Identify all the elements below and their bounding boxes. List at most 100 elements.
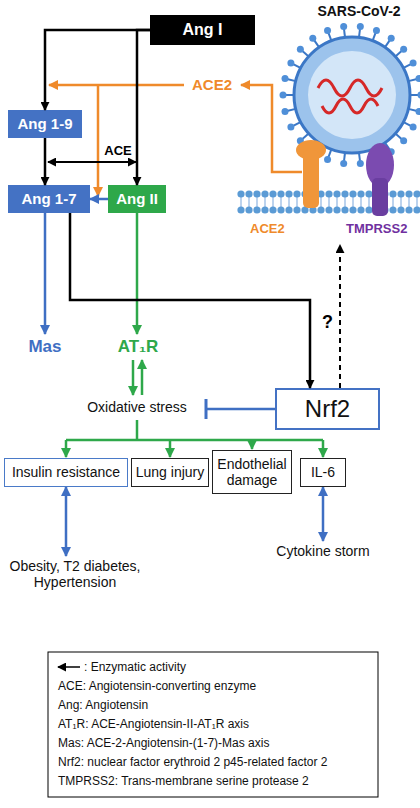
lipid-head xyxy=(277,206,284,213)
process-label: Oxidative stress xyxy=(70,399,204,415)
legend-row: : Enzymatic activity xyxy=(84,659,186,675)
virus-spike-head xyxy=(388,35,395,42)
node-text: Lung injury xyxy=(136,464,205,480)
lipid-head xyxy=(261,206,268,213)
legend-row: Nrf2: nuclear factor erythroid 2 p45-rel… xyxy=(58,754,327,770)
lipid-head xyxy=(245,206,252,213)
node-text: Ang 1-7 xyxy=(21,190,76,207)
question-mark: ? xyxy=(322,312,333,333)
legend-text: Ang: Angiotensin xyxy=(58,698,148,712)
outcome-box: Lung injury xyxy=(131,458,209,487)
lipid-tail xyxy=(360,197,361,207)
legend-text: Mas: ACE-2-Angiotensin-(1-7)-Mas axis xyxy=(58,736,269,750)
outcome-box: Endothelial damage xyxy=(212,450,292,494)
lipid-head xyxy=(405,206,412,213)
mas-arrow xyxy=(44,213,47,334)
ace2-receptor xyxy=(303,150,319,208)
legend-text: Nrf2: nuclear factor erythroid 2 p45-rel… xyxy=(58,755,327,769)
lipid-tail xyxy=(368,197,369,207)
lipid-head xyxy=(317,206,324,213)
lipid-head xyxy=(413,206,420,213)
lipid-tail xyxy=(336,197,337,207)
molecule-box: Ang 1-7 xyxy=(8,185,90,213)
reaction-arrow xyxy=(45,30,150,110)
legend-text: AT₁R: ACE-Angiotensin-II-AT₁R axis xyxy=(58,717,249,731)
legend-row: TMPRSS2: Trans-membrane serine protease … xyxy=(58,773,309,789)
virus-spike-head xyxy=(282,108,289,115)
lipid-tail xyxy=(408,197,409,207)
inhibition-bar xyxy=(205,399,208,419)
molecule-box: Ang 1-9 xyxy=(8,110,82,138)
axis-label: Mas xyxy=(23,337,67,357)
enzyme-label: ACE2 xyxy=(186,76,238,93)
ace2-activity-arrow xyxy=(97,85,100,196)
lipid-head xyxy=(389,206,396,213)
lipid-tail xyxy=(256,197,257,207)
legend-text: ACE: Angiotensin-converting enzyme xyxy=(58,679,256,693)
effect-arrow xyxy=(65,440,68,457)
factor-box: Nrf2 xyxy=(275,388,380,430)
lipid-head xyxy=(341,190,348,197)
virus-name: SARS-CoV-2 xyxy=(303,3,415,19)
lipid-head xyxy=(269,190,276,197)
virus-spikes xyxy=(280,23,420,167)
legend-row: ACE: Angiotensin-converting enzyme xyxy=(58,678,256,694)
ace2-activity-arrow xyxy=(49,84,184,87)
legend-row: Ang: Angiotensin xyxy=(58,697,148,713)
virus-spike-head xyxy=(287,124,294,131)
lipid-head xyxy=(365,206,372,213)
lipid-head xyxy=(333,206,340,213)
ace2-activity-arrow xyxy=(241,85,302,172)
lipid-head xyxy=(293,206,300,213)
viral-rna xyxy=(322,99,378,113)
legend-box xyxy=(48,652,378,797)
lipid-tail xyxy=(296,197,297,207)
virus-spike-head xyxy=(400,46,407,53)
association-arrow xyxy=(322,487,325,541)
lipid-tail xyxy=(264,197,265,207)
viral-rna xyxy=(318,80,382,96)
legend-arrow-sample xyxy=(58,666,80,668)
virus-spike-head xyxy=(418,92,420,99)
legend-row: AT₁R: ACE-Angiotensin-II-AT₁R axis xyxy=(58,716,249,732)
lipid-head xyxy=(397,190,404,197)
node-text: Ang I xyxy=(183,21,223,39)
lipid-head xyxy=(365,190,372,197)
virus-spike-head xyxy=(324,156,331,163)
lipid-head xyxy=(389,190,396,197)
virus-spike-head xyxy=(324,27,331,34)
virus-spike-head xyxy=(309,35,316,42)
lipid-head xyxy=(341,206,348,213)
virus-spike-head xyxy=(282,75,289,82)
virus-spike-head xyxy=(297,46,304,53)
molecule-box: Ang I xyxy=(150,15,255,45)
axis-label: AT₁R xyxy=(113,337,163,357)
lipid-tail xyxy=(272,197,273,207)
node-text: Endothelial damage xyxy=(213,456,291,488)
lipid-head xyxy=(261,190,268,197)
node-text: IL-6 xyxy=(311,464,335,480)
lipid-tail xyxy=(352,197,353,207)
feedback-arrow xyxy=(132,360,135,395)
lipid-tail xyxy=(248,197,249,207)
node-text: Ang II xyxy=(116,190,158,207)
lipid-head xyxy=(285,206,292,213)
association-arrow xyxy=(65,487,68,556)
receptor-label: ACE2 xyxy=(250,222,285,237)
at1r-arrow xyxy=(136,213,139,334)
hypothetical-arrow xyxy=(339,245,341,388)
feedback-arrow xyxy=(141,360,144,395)
virus-envelope xyxy=(294,37,410,153)
effect-bus xyxy=(66,439,323,442)
effect-trunk xyxy=(136,420,139,440)
virus-spike-head xyxy=(357,23,364,30)
lipid-head xyxy=(253,190,260,197)
virus-spike-head xyxy=(373,27,380,34)
lipid-tail xyxy=(400,197,401,207)
lipid-tail xyxy=(288,197,289,207)
lipid-head xyxy=(253,206,260,213)
virus-spike-head xyxy=(340,23,347,30)
molecule-box: Ang II xyxy=(108,185,166,213)
lipid-tail xyxy=(320,197,321,207)
